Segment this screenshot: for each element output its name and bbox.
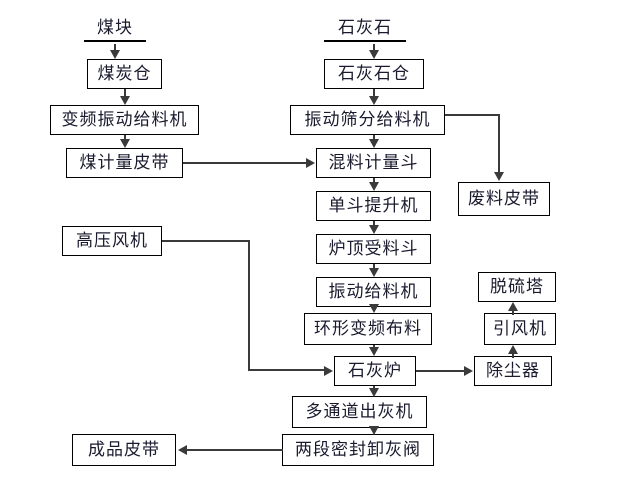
arrowhead-vfd-feeder-to-coal-belt bbox=[120, 139, 130, 148]
arrowhead-ash-valve-to-product-belt bbox=[178, 445, 187, 455]
arrowhead-distributor-to-lime-kiln bbox=[369, 347, 379, 356]
connector-high-pressure-fan-vertical bbox=[248, 240, 250, 371]
connector-screen-feeder-to-waste-belt-horizontal bbox=[445, 114, 500, 116]
node-vfd-vibrating-feeder[interactable]: 变频振动给料机 bbox=[50, 105, 199, 135]
node-vibrating-feeder[interactable]: 振动给料机 bbox=[316, 277, 431, 307]
arrowhead-ash-discharger-to-ash-valve bbox=[369, 426, 379, 435]
node-limestone-bin-label: 石灰石仓 bbox=[338, 63, 410, 84]
heading-coal-source: 煤块 bbox=[84, 16, 146, 42]
node-vibrating-screen-feeder-label: 振动筛分给料机 bbox=[304, 109, 431, 130]
node-dust-collector-label: 除尘器 bbox=[486, 360, 540, 381]
arrowhead-bucket-elevator-to-top-hopper bbox=[369, 225, 379, 234]
node-multi-channel-ash-discharger[interactable]: 多通道出灰机 bbox=[292, 396, 427, 428]
arrowhead-lime-kiln-to-dust-collector bbox=[464, 366, 473, 376]
connector-coal-bin-to-vfd-feeder bbox=[124, 89, 126, 98]
arrowhead-screen-feeder-to-waste-belt bbox=[494, 172, 504, 181]
node-product-belt-label: 成品皮带 bbox=[88, 439, 160, 460]
connector-mixing-hopper-to-bucket-elevator bbox=[373, 178, 375, 184]
arrowhead-vibrating-feeder-to-distributor bbox=[369, 304, 379, 313]
connector-coal-belt-to-mixing-hopper bbox=[183, 162, 308, 164]
arrowhead-top-hopper-to-vibrating-feeder bbox=[369, 268, 379, 277]
node-lime-kiln-label: 石灰炉 bbox=[348, 360, 402, 381]
node-lime-kiln[interactable]: 石灰炉 bbox=[334, 356, 416, 386]
arrowhead-coal-source-to-coal-bin bbox=[110, 50, 120, 59]
arrowhead-high-pressure-fan-to-lime-kiln bbox=[324, 366, 333, 376]
connector-screen-feeder-to-waste-belt-vertical bbox=[498, 114, 500, 174]
arrowhead-limestone-source-to-limestone-bin bbox=[369, 50, 379, 59]
node-limestone-bin[interactable]: 石灰石仓 bbox=[324, 59, 424, 89]
connector-ash-valve-to-product-belt bbox=[187, 449, 283, 451]
node-coal-bin[interactable]: 煤炭仓 bbox=[87, 59, 162, 89]
node-waste-belt-label: 废料皮带 bbox=[468, 188, 540, 209]
connector-screen-feeder-to-mixing-hopper bbox=[373, 135, 375, 141]
arrowhead-lime-kiln-to-ash-discharger bbox=[369, 388, 379, 397]
node-annular-vfd-distributor-label: 环形变频布料 bbox=[314, 318, 422, 339]
arrowhead-dust-collector-to-induced-draft-fan bbox=[508, 345, 518, 354]
arrowhead-mixing-hopper-to-bucket-elevator bbox=[369, 182, 379, 191]
arrowhead-induced-draft-fan-to-desulfurization-tower bbox=[508, 302, 518, 311]
node-high-pressure-fan-label: 高压风机 bbox=[76, 230, 148, 251]
connector-top-hopper-to-vibrating-feeder bbox=[373, 264, 375, 270]
node-waste-belt[interactable]: 废料皮带 bbox=[458, 182, 550, 216]
connector-limestone-bin-to-screen-feeder bbox=[373, 89, 375, 98]
heading-limestone-source-label: 石灰石 bbox=[338, 17, 392, 38]
connector-vfd-feeder-to-coal-belt bbox=[124, 135, 126, 141]
node-furnace-top-hopper[interactable]: 炉顶受料斗 bbox=[316, 234, 431, 264]
heading-limestone-source: 石灰石 bbox=[324, 16, 406, 42]
node-dust-collector[interactable]: 除尘器 bbox=[474, 356, 552, 386]
node-vibrating-screen-feeder[interactable]: 振动筛分给料机 bbox=[290, 105, 445, 135]
connector-dust-collector-to-induced-draft-fan bbox=[512, 352, 514, 358]
heading-coal-source-label: 煤块 bbox=[97, 17, 133, 38]
arrowhead-coal-bin-to-vfd-feeder bbox=[120, 96, 130, 105]
node-two-stage-sealed-ash-valve-label: 两段密封卸灰阀 bbox=[295, 439, 421, 460]
node-desulfurization-tower-label: 脱硫塔 bbox=[490, 276, 544, 297]
arrowhead-coal-belt-to-mixing-hopper bbox=[306, 158, 315, 168]
node-bucket-elevator-label: 单斗提升机 bbox=[328, 195, 419, 216]
connector-induced-draft-fan-to-desulfurization-tower bbox=[512, 308, 514, 315]
connector-high-pressure-fan-horizontal-top bbox=[162, 240, 250, 242]
node-two-stage-sealed-ash-valve[interactable]: 两段密封卸灰阀 bbox=[282, 434, 434, 466]
arrowhead-limestone-bin-to-screen-feeder bbox=[369, 96, 379, 105]
connector-high-pressure-fan-horizontal-bottom bbox=[248, 369, 326, 371]
node-mixing-weighing-hopper[interactable]: 混料计量斗 bbox=[316, 148, 431, 178]
connector-limestone-source-to-limestone-bin bbox=[373, 44, 375, 52]
node-coal-weighing-belt-label: 煤计量皮带 bbox=[79, 152, 170, 173]
node-coal-bin-label: 煤炭仓 bbox=[97, 63, 152, 84]
node-vfd-vibrating-feeder-label: 变频振动给料机 bbox=[61, 109, 188, 130]
node-induced-draft-fan-label: 引风机 bbox=[493, 318, 547, 339]
node-desulfurization-tower[interactable]: 脱硫塔 bbox=[478, 272, 556, 302]
node-annular-vfd-distributor[interactable]: 环形变频布料 bbox=[304, 313, 432, 345]
node-induced-draft-fan[interactable]: 引风机 bbox=[484, 313, 556, 345]
node-coal-weighing-belt[interactable]: 煤计量皮带 bbox=[66, 148, 183, 178]
node-furnace-top-hopper-label: 炉顶受料斗 bbox=[328, 238, 419, 259]
node-mixing-weighing-hopper-label: 混料计量斗 bbox=[328, 152, 419, 173]
connector-lime-kiln-to-dust-collector bbox=[416, 370, 466, 372]
node-product-belt[interactable]: 成品皮带 bbox=[72, 434, 176, 466]
node-high-pressure-fan[interactable]: 高压风机 bbox=[62, 226, 162, 256]
node-vibrating-feeder-label: 振动给料机 bbox=[328, 281, 419, 302]
node-multi-channel-ash-discharger-label: 多通道出灰机 bbox=[305, 401, 414, 422]
arrowhead-screen-feeder-to-mixing-hopper bbox=[369, 139, 379, 148]
node-bucket-elevator[interactable]: 单斗提升机 bbox=[316, 191, 431, 221]
connector-coal-source-to-coal-bin bbox=[114, 44, 116, 52]
connector-bucket-elevator-to-top-hopper bbox=[373, 221, 375, 227]
